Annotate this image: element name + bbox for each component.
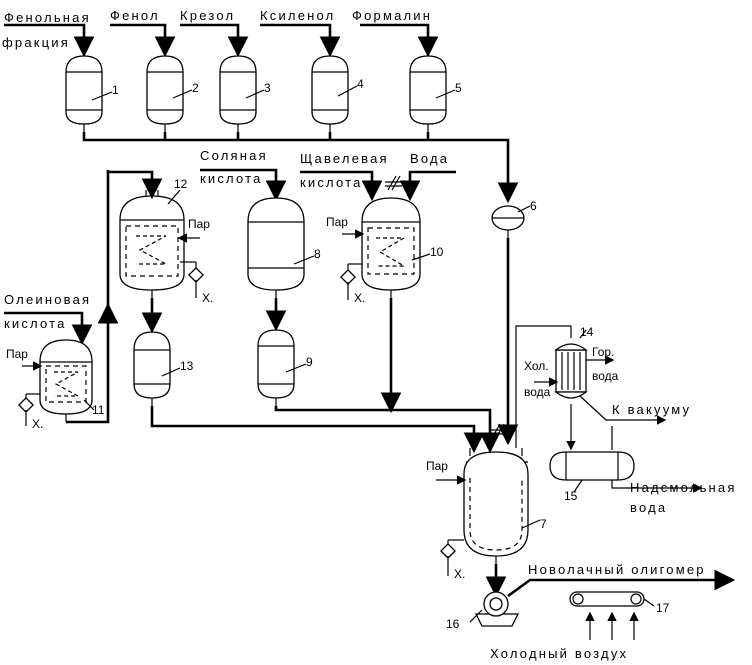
label-oleic: Олеиновая [4,292,91,307]
feed-line-phenol [110,23,176,58]
label-oxalic-2: кислота [300,175,363,190]
line-13-to-reactor-7 [150,406,485,454]
feed-line-xylenol [260,23,341,58]
reactor-7-number: 7 [540,517,547,531]
cooling-drum-16: 16 [446,591,520,631]
reactor-10-number: 10 [430,245,444,259]
label-oxalic: Щавелевая [300,151,389,166]
reactor-10: 10 [361,197,444,298]
label-steam-10: Пар [326,215,348,229]
label-steam-12: Пар [188,217,210,231]
feed-line-formalin [360,23,439,58]
product-line [507,569,736,598]
separator-15: 15 [549,451,635,503]
label-water: Вода [410,151,449,166]
label-x-10: Х. [354,291,365,305]
filter-6-number: 6 [530,199,537,213]
reactor-12: 12 [119,177,188,298]
label-phenol: Фенол [110,8,160,23]
separator-15-number: 15 [564,489,578,503]
vessel-3-number: 3 [264,81,271,95]
label-xylenol: Ксиленол [260,8,335,23]
reactor-7: 7 [463,448,547,564]
flow-meter-mark [385,175,402,191]
label-x-7: Х. [454,567,465,581]
filter-6: 6 [491,199,537,238]
trap-12: Х. [180,261,213,305]
vessel-5-number: 5 [455,81,462,95]
vessel-13-number: 13 [180,359,194,373]
vessel-8-number: 8 [314,247,321,261]
label-tar-water-2: вода [630,500,667,515]
reactor-11-number: 11 [92,403,105,417]
label-cold-water: Хол. [524,359,549,373]
label-hcl: Соляная [200,148,268,163]
label-to-vacuum: К вакууму [612,402,691,417]
vessel-9-number: 9 [306,355,313,369]
drum-16-number: 16 [446,617,460,631]
vessel-4-number: 4 [357,77,364,91]
label-phenol-fraction: Фенольная [4,10,91,25]
label-steam-7: Пар [426,459,448,473]
label-x-12: Х. [202,291,213,305]
label-steam-11: Пар [6,347,28,361]
label-phenol-fraction-2: фракция [2,35,70,50]
label-hot-water: Гор. [592,345,614,359]
vessel-2: 2 [146,55,199,132]
condenser-14: 14 [554,325,594,410]
vessel-1: 1 [65,55,119,132]
label-x-11: Х. [32,417,43,431]
label-tar-water: Надсмольная [630,480,737,495]
vessel-5: 5 [409,55,462,132]
vessel-13: 13 [133,331,194,406]
feed-line-oxalic [300,170,383,202]
line-9-to-reactor-7 [274,406,501,454]
vacuum-line [579,395,667,425]
feed-line-phenol-fraction [4,23,95,58]
label-hot-water-2: вода [592,369,619,383]
conveyor-17: 17 [569,591,670,615]
label-formalin: Формалин [352,8,432,23]
label-cresol: Крезол [180,8,235,23]
conveyor-17-number: 17 [656,601,670,615]
line-11-up [66,302,119,424]
vessel-9: 9 [257,329,313,406]
collector-line-to-filter [82,132,519,204]
trap-11: Х. [18,393,43,431]
feed-line-oleic [4,311,93,346]
label-oleic-2: кислота [4,316,67,331]
label-cold-air: Холодный воздух [490,646,628,661]
label-cold-water-2: вода [524,385,551,399]
vessel-8: 8 [247,197,321,298]
trap-7: Х. [440,539,465,581]
label-novolac: Новолачный олигомер [528,562,706,577]
reactor-11: 11 [39,339,105,422]
vessel-3: 3 [219,55,271,132]
vapor-line-7-to-14 [515,325,572,448]
flow-meter-mark-2 [489,423,506,439]
label-hcl-2: кислота [200,171,263,186]
feed-line-cresol [180,23,249,58]
feed-line-water [399,170,456,202]
trap-10: Х. [340,263,365,305]
vessel-2-number: 2 [192,81,199,95]
reactor-12-number: 12 [174,177,188,191]
feed-line-hcl [200,168,287,202]
tar-water-out [611,480,703,493]
vessel-4: 4 [311,55,364,132]
vessel-1-number: 1 [112,83,119,97]
condenser-14-number: 14 [580,325,594,339]
